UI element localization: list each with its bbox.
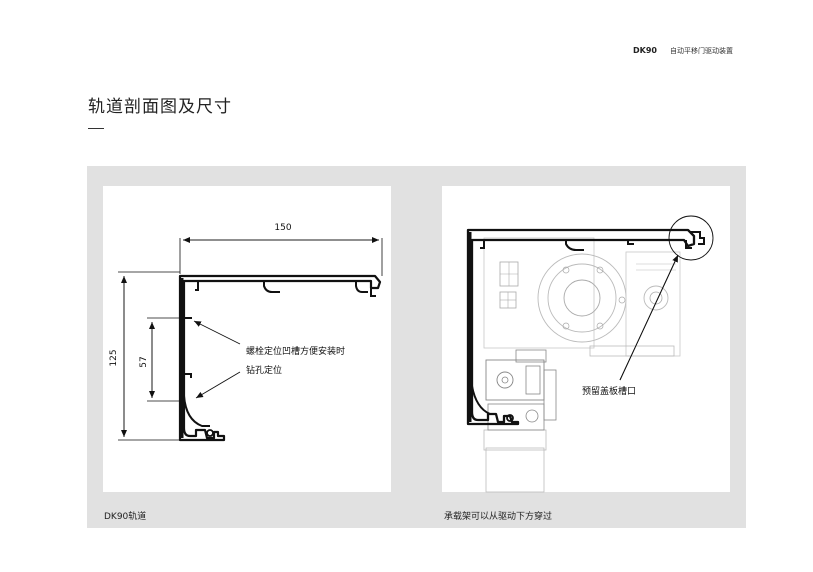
left-figure-caption: DK90轨道 [104,512,147,522]
dim-width-label: 150 [274,223,291,233]
page-title: 轨道剖面图及尺寸 [88,97,232,117]
right-figure-caption: 承载架可以从驱动下方穿过 [444,512,553,522]
title-underline [88,128,104,129]
right-figure-card [442,186,730,492]
note-line-1: 螺栓定位凹槽方便安装时 [246,345,345,357]
callout-cover-slot: 预留盖板槽口 [582,385,636,397]
header-product-title: 自动平移门驱动装置 [670,47,733,55]
note-line-2: 钻孔定位 [246,364,282,376]
dim-height-label: 125 [109,349,119,366]
operator-assembly-drawing: 预留盖板槽口 [466,215,714,493]
dim-slot-label: 57 [139,356,149,367]
left-figure-card [103,186,391,492]
header-model: DK90 [633,46,657,55]
rail-profile-drawing: 150 125 57 螺栓定位凹槽方便安装时 钻孔定位 [109,223,383,442]
